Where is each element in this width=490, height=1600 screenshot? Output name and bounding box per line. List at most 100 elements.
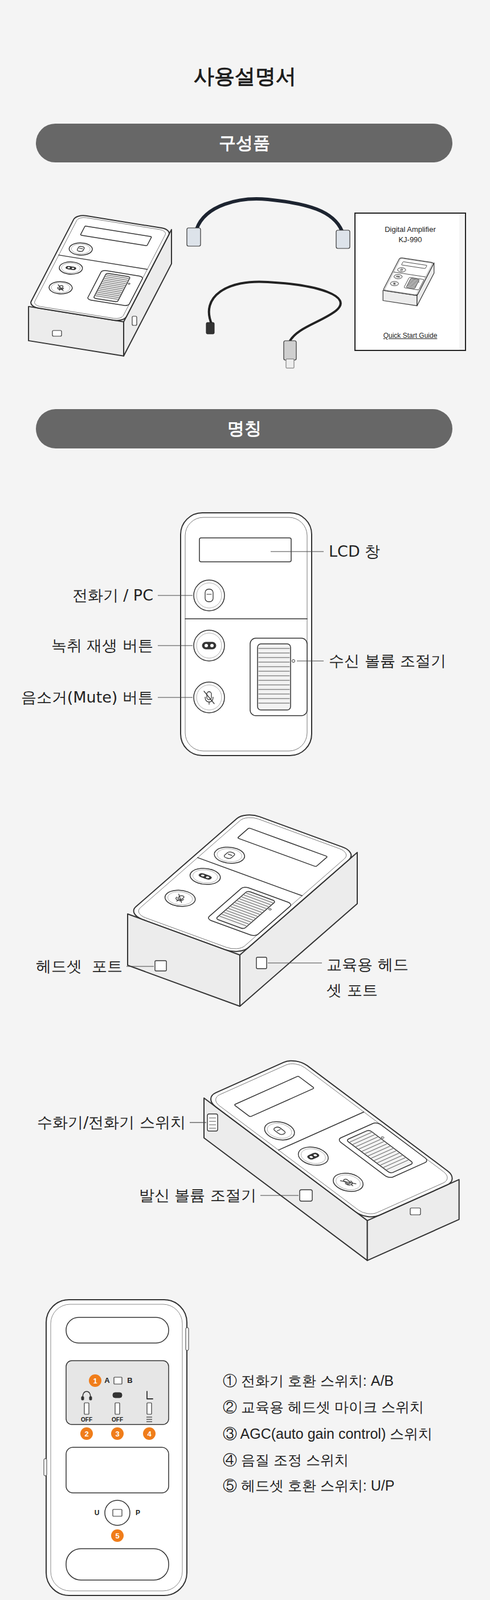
wheel-housing [250, 638, 308, 716]
handset-switch [207, 1113, 218, 1131]
button [396, 267, 407, 273]
device-rim [185, 517, 308, 751]
device-top [180, 512, 312, 756]
wheel-ridge [258, 671, 290, 672]
record-icon [308, 1155, 314, 1159]
page-title: 사용설명서 [193, 63, 297, 89]
record-icon [205, 875, 210, 879]
usb-a-plug-metal [286, 358, 294, 369]
section-band: 명칭 [35, 409, 453, 449]
wheel-housing [403, 277, 425, 291]
training-headset-port [256, 957, 267, 969]
callout-circle: 1 [88, 1374, 102, 1387]
tone-mark [146, 1421, 153, 1422]
button-rim [262, 1120, 297, 1142]
up-switch [112, 1509, 122, 1517]
button [209, 843, 251, 867]
device-top [28, 214, 172, 322]
switch-ridge [209, 1124, 216, 1126]
side-button [185, 1327, 189, 1351]
wheel-ridge [99, 288, 122, 293]
wheel-ridge [410, 279, 419, 281]
wheel-ridge [406, 286, 415, 288]
part-label: 헤드셋 포트 [35, 957, 123, 976]
part-label: 음소거(Mute) 버튼 [21, 688, 154, 707]
lcd-window [199, 537, 292, 562]
wheel-ridge [106, 274, 129, 279]
guide-title: KJ-990 [355, 235, 465, 244]
phone-icon [205, 589, 214, 602]
wheel-ridge [258, 657, 290, 659]
guide-title: Digital Amplifier [355, 225, 465, 234]
indicator-dot [418, 281, 420, 283]
leader-line [267, 962, 322, 963]
mic-icon [174, 896, 184, 902]
part-label: LCD 창 [328, 542, 381, 561]
switch-position: A [104, 1375, 110, 1386]
wheel-ridge [407, 284, 416, 286]
device-body [127, 811, 358, 955]
device-top [382, 257, 435, 296]
dip-switch [147, 1402, 152, 1415]
leader-line [157, 644, 193, 646]
wheel-ridge [224, 912, 251, 922]
wheel-ridge [104, 278, 127, 283]
callout-number: 5 [115, 1532, 120, 1540]
record-icon [396, 276, 398, 277]
wheel-housing [206, 885, 293, 937]
wheel-ridge [97, 292, 120, 296]
phone-icon [272, 1126, 287, 1135]
button [258, 1117, 301, 1143]
switch-position: OFF [111, 1416, 124, 1424]
wheel-ridge [258, 698, 290, 700]
indicator-dot [268, 908, 273, 911]
button [184, 864, 226, 888]
device-rim [32, 216, 167, 320]
section-band: 구성품 [35, 123, 453, 163]
button [56, 260, 85, 276]
part-label: 전화기 / PC [72, 586, 154, 605]
wheel-ridge [100, 287, 123, 291]
indicator-dot [292, 659, 296, 663]
rubber-pad [66, 1317, 169, 1343]
mute-slash [172, 893, 188, 903]
headset-icon [89, 1396, 92, 1400]
mute-slash [203, 691, 215, 704]
button-rim [390, 281, 399, 287]
record-icon [71, 267, 75, 269]
mic-icon [176, 900, 178, 902]
wheel-ridge [258, 684, 290, 686]
record-icon [200, 874, 206, 877]
send-volume-control [299, 1189, 313, 1202]
wheel-ridge [98, 290, 121, 294]
part-label: 발신 볼륨 조절기 [139, 1186, 257, 1205]
volume-wheel [257, 643, 291, 710]
record-icon [112, 1392, 122, 1398]
rubber-pad [66, 1548, 169, 1580]
headset-port [154, 960, 167, 971]
wheel-ridge [410, 280, 419, 282]
leader-line [296, 660, 324, 661]
wheel-ridge [233, 904, 260, 915]
part-label: 수신 볼륨 조절기 [328, 651, 447, 671]
wheel-ridge [103, 280, 126, 284]
usb-a-plug [283, 340, 297, 361]
device-rim [133, 814, 352, 952]
wheel-ridge [228, 908, 255, 918]
phone-icon [79, 247, 83, 249]
record-icon [305, 1152, 321, 1161]
switch-ridge [209, 1128, 216, 1129]
wheel-ridge [258, 652, 290, 654]
wheel-ridge [386, 1160, 409, 1170]
device-body [382, 257, 435, 296]
wheel-ridge [258, 648, 290, 649]
volume-wheel [345, 1129, 414, 1174]
callout-number: 3 [115, 1430, 120, 1438]
record-icon [395, 275, 400, 278]
button [193, 580, 225, 611]
micro-usb-plug [206, 322, 215, 334]
record-icon [210, 643, 214, 648]
wheel-ridge [409, 281, 418, 283]
button [393, 274, 404, 280]
button-rim [163, 888, 198, 908]
